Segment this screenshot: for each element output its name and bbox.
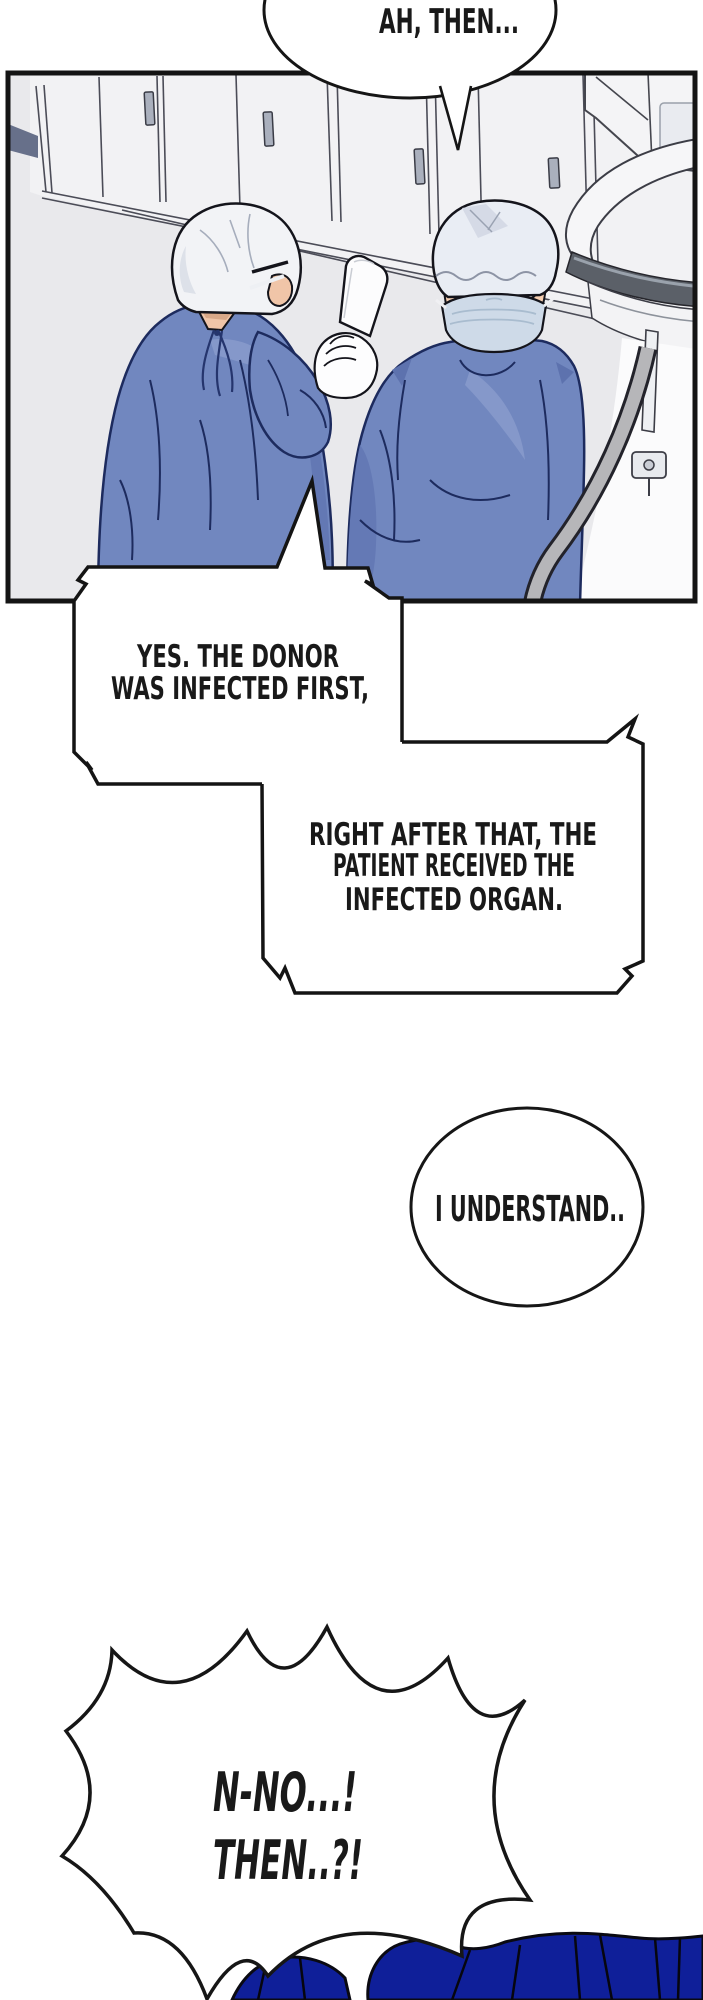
ear: [266, 273, 294, 308]
speech-bubble-top: AH, THEN...: [262, 0, 558, 151]
speech-text: N-NO...!: [213, 1761, 357, 1824]
glasses-temple: [251, 260, 289, 274]
surgical-lamp: [565, 73, 695, 352]
speech-text: THEN..?!: [213, 1829, 363, 1892]
speech-text: YES. THE DONOR: [136, 639, 339, 675]
bubble-tail: [438, 85, 473, 151]
speech-bubble-understand: I UNDERSTAND..: [409, 1106, 645, 1308]
speech-bubble-donor: YES. THE DONOR WAS INFECTED FIRST, RIGHT…: [72, 474, 645, 995]
phone: [338, 254, 389, 338]
cabinet-lines: [35, 73, 661, 335]
glove: [313, 332, 379, 400]
speech-bubble-organ: [260, 713, 645, 995]
speech-text: WAS INFECTED FIRST,: [111, 671, 369, 707]
panel-scene: [8, 73, 695, 601]
cabinet-handles: [143, 91, 561, 189]
speech-text: I UNDERSTAND..: [435, 1189, 625, 1230]
speech-text: AH, THEN...: [379, 2, 519, 42]
gray-cable: [523, 345, 658, 601]
mask-strap: [249, 274, 285, 290]
surgical-mask: [440, 292, 548, 354]
wall-strip: [8, 124, 38, 158]
gown-ties: [201, 329, 234, 397]
speech-bubble-shock: N-NO...! THEN..?!: [59, 1623, 534, 2000]
speech-text: INFECTED ORGAN.: [345, 882, 563, 918]
surgeon-right: [345, 199, 586, 601]
surgeon-left: [96, 202, 389, 601]
speech-text: PATIENT RECEIVED THE: [333, 848, 575, 884]
speech-text: RIGHT AFTER THAT, THE: [309, 817, 597, 853]
